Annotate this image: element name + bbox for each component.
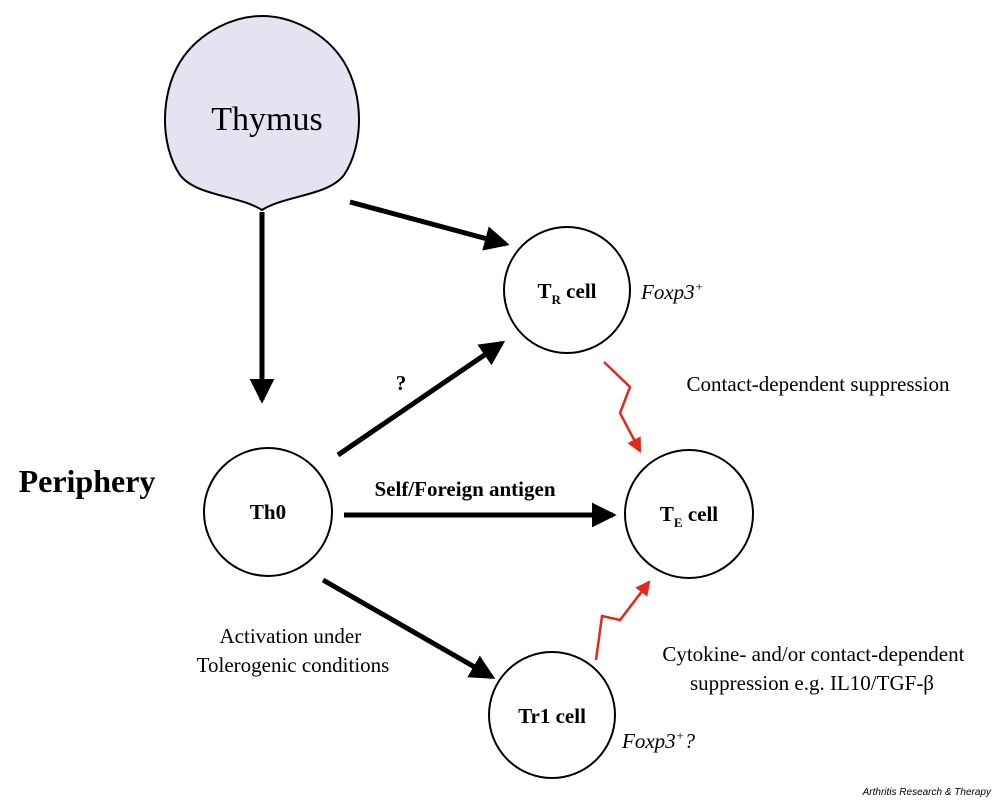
- tr-cell-sub: R: [552, 292, 562, 307]
- activation-label: Activation under Tolerogenic conditions: [197, 624, 390, 677]
- te-cell-sub: E: [674, 515, 683, 530]
- te-cell-circle: [624, 449, 754, 579]
- tr1-foxp3-main: Foxp3: [621, 729, 676, 753]
- tr-cell-label: TR cell: [538, 279, 597, 307]
- thymus-shape: [164, 14, 360, 212]
- th0-cell-circle: [203, 447, 333, 577]
- contact-suppression-label: Contact-dependent suppression: [686, 372, 950, 396]
- tr-foxp3-label: Foxp3+: [640, 279, 703, 304]
- tr1-cell-circle: [488, 651, 616, 779]
- th0-to-tr-arrow: [336, 340, 506, 458]
- tr-foxp3-sup: +: [695, 279, 704, 294]
- te-cell-label: TE cell: [660, 502, 718, 530]
- thymus-to-tr-arrow: [349, 199, 510, 251]
- tr-cell-suffix: cell: [561, 279, 597, 303]
- thymus-label: Thymus: [211, 101, 322, 138]
- journal-credit: Arthritis Research & Therapy: [862, 787, 992, 798]
- tr-cell-main: T: [538, 279, 552, 303]
- te-cell-suffix: cell: [683, 502, 719, 526]
- th0-to-tr-question-label: ?: [396, 371, 407, 395]
- tr1-foxp3-label: Foxp3+?: [621, 728, 695, 753]
- cytokine-suppression-line-1: Cytokine- and/or contact-dependent: [662, 642, 964, 666]
- te-cell-main: T: [660, 502, 674, 526]
- tr1-foxp3-suffix: ?: [684, 729, 695, 753]
- th0-cell-label: Th0: [250, 500, 286, 524]
- tr-suppression-arrow: [603, 361, 642, 453]
- cytokine-suppression-line-2: suppression e.g. IL10/TGF-β: [690, 671, 934, 695]
- tr-cell-circle: [503, 226, 631, 354]
- cytokine-suppression-label: Cytokine- and/or contact-dependent suppr…: [662, 642, 969, 695]
- periphery-label: Periphery: [19, 463, 156, 499]
- tr1-foxp3-sup: +: [676, 728, 685, 743]
- tr-foxp3-main: Foxp3: [640, 280, 695, 304]
- th0-to-tr1-arrow: [321, 577, 496, 680]
- self-foreign-antigen-label: Self/Foreign antigen: [374, 477, 555, 501]
- activation-label-line-2: Tolerogenic conditions: [197, 653, 390, 677]
- tr1-suppression-arrow: [594, 580, 651, 661]
- tr1-cell-label: Tr1 cell: [518, 704, 586, 728]
- activation-label-line-1: Activation under: [220, 624, 362, 648]
